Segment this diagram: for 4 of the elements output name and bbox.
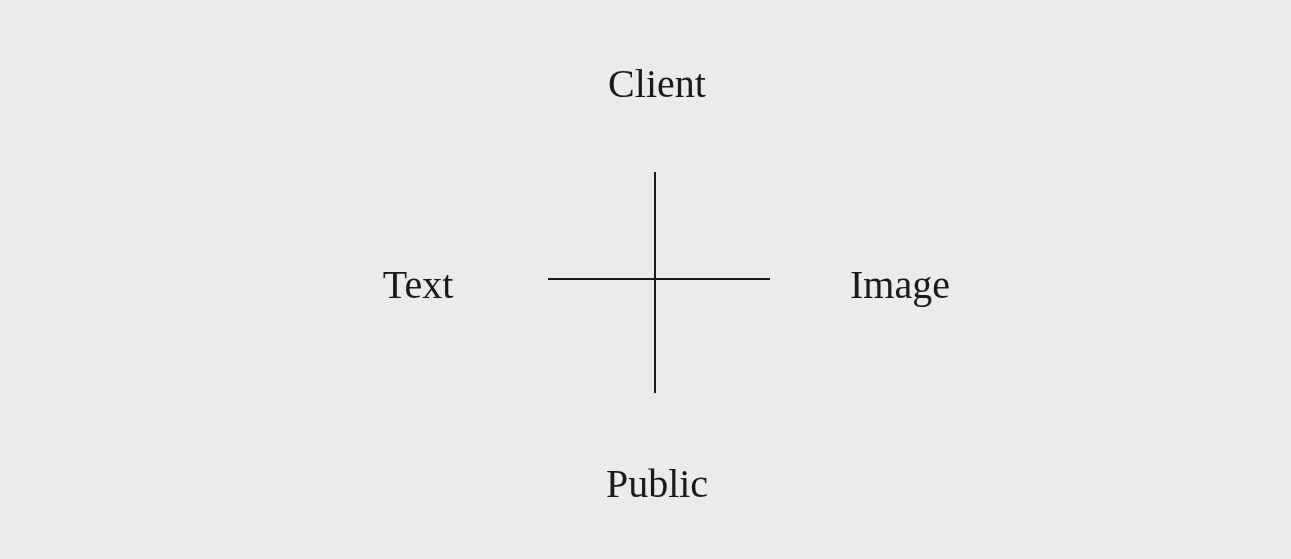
axis-label: Text [382, 265, 454, 305]
axis-label: Image [850, 265, 950, 305]
axis-label: Client [608, 64, 706, 104]
axis-label: Public [605, 464, 709, 504]
